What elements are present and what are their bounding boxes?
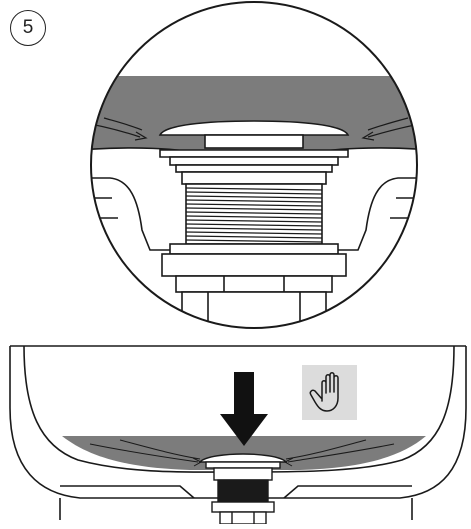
step-number: 5 bbox=[22, 17, 34, 38]
threaded-body bbox=[185, 183, 323, 245]
magnifier-outline bbox=[90, 1, 418, 329]
basin-overview bbox=[9, 345, 467, 525]
down-arrow-icon bbox=[220, 372, 268, 446]
hand-press-icon bbox=[302, 365, 357, 420]
locking-nut bbox=[161, 243, 347, 328]
drain-assembly bbox=[198, 453, 288, 525]
flow-arrows-detail bbox=[94, 117, 416, 141]
waste-cap bbox=[158, 120, 350, 185]
water-pool bbox=[62, 436, 426, 470]
magnified-detail-view bbox=[91, 76, 417, 328]
step-number-badge: 5 bbox=[10, 10, 46, 46]
